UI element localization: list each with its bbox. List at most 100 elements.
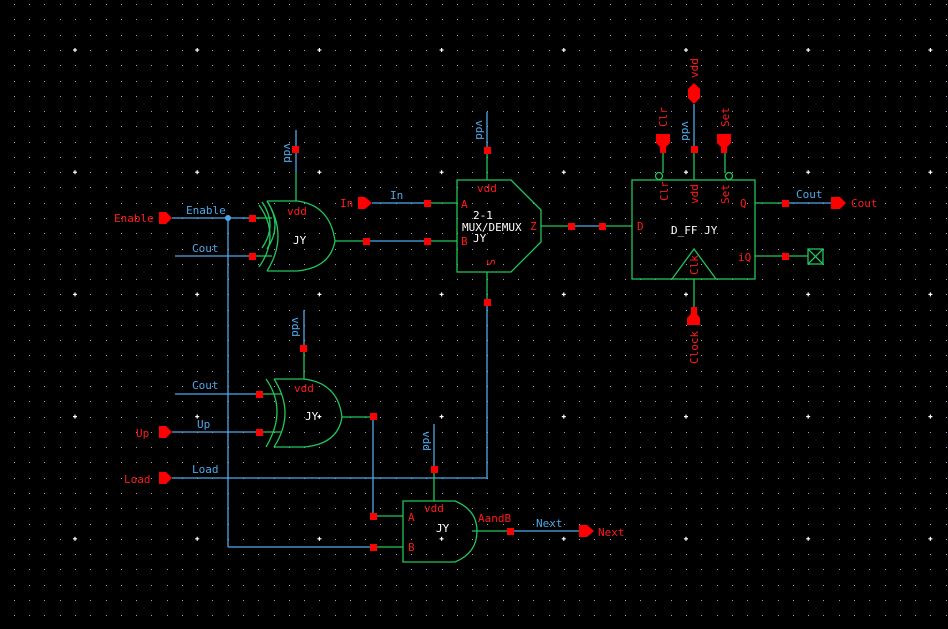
grid-dot <box>503 142 504 143</box>
grid-dot <box>930 96 931 97</box>
grid-dot <box>350 172 351 173</box>
grid-dot <box>167 539 168 540</box>
pin-enable[interactable]: Enable <box>114 212 172 225</box>
grid-dot <box>823 585 824 586</box>
grid-dot <box>258 539 259 540</box>
grid-dot <box>549 585 550 586</box>
grid-dot <box>686 111 687 112</box>
grid-dot <box>594 554 595 555</box>
grid-dot <box>808 615 809 616</box>
grid-dot <box>411 600 412 601</box>
grid-dot <box>900 218 901 219</box>
grid-dot <box>732 432 733 433</box>
grid-dot <box>778 508 779 509</box>
grid-dot <box>747 569 748 570</box>
grid-dot <box>946 142 947 143</box>
grid-dot <box>778 386 779 387</box>
grid-dot <box>151 65 152 66</box>
grid-dot <box>319 157 320 158</box>
grid-dot <box>335 524 336 525</box>
and-gate[interactable]: vdd A B AandB JY <box>373 470 511 563</box>
pin-vdd[interactable]: vdd <box>688 58 701 104</box>
mux-demux[interactable]: vdd A B Z S 2-1 MUX/DEMUX JY <box>427 150 571 302</box>
grid-dot <box>686 462 687 463</box>
dff-instance-name: D_FF JY <box>671 224 718 237</box>
grid-dot <box>900 615 901 616</box>
grid-dot <box>411 4 412 5</box>
grid-dot <box>717 462 718 463</box>
pin-clock[interactable]: Clock <box>687 307 701 364</box>
grid-dot <box>350 19 351 20</box>
grid-dot <box>457 447 458 448</box>
grid-dot <box>411 81 412 82</box>
grid-dot <box>701 462 702 463</box>
grid-dot <box>90 569 91 570</box>
grid-dot <box>686 233 687 234</box>
pin-in[interactable]: In <box>340 197 372 210</box>
grid-dot <box>335 187 336 188</box>
grid-dot <box>594 508 595 509</box>
net-label-cout-mid: Cout <box>192 379 219 392</box>
grid-dot <box>182 462 183 463</box>
grid-dot <box>946 462 947 463</box>
grid-dot <box>549 50 550 51</box>
grid-dot <box>243 569 244 570</box>
grid-dot <box>762 96 763 97</box>
grid-dot <box>518 325 519 326</box>
xor2-vdd-pin-label: vdd <box>294 382 314 395</box>
grid-dot <box>29 4 30 5</box>
grid-dot <box>579 508 580 509</box>
pin-next[interactable]: Next <box>579 525 625 539</box>
grid-dot <box>701 386 702 387</box>
grid-dot <box>472 157 473 158</box>
grid-dot <box>29 111 30 112</box>
d-flip-flop[interactable]: D Q iQ Clr vdd Set Clk D_FF JY <box>602 149 824 309</box>
grid-dot <box>717 524 718 525</box>
grid-dot <box>915 417 916 418</box>
grid-dot <box>640 401 641 402</box>
grid-dot <box>518 294 519 295</box>
pin-load[interactable]: Load <box>124 472 172 486</box>
grid-dot <box>946 19 947 20</box>
grid-dot <box>549 325 550 326</box>
xor-gate-1[interactable]: vdd JY <box>252 172 366 272</box>
grid-dot <box>747 81 748 82</box>
pin-clr[interactable]: Clr <box>656 107 670 153</box>
grid-dot <box>136 81 137 82</box>
pin-up[interactable]: Up <box>136 426 172 440</box>
grid-dot <box>854 35 855 36</box>
grid-dot <box>182 35 183 36</box>
grid-dot <box>396 157 397 158</box>
grid-dot <box>274 585 275 586</box>
grid-dot <box>839 554 840 555</box>
grid-dot <box>90 233 91 234</box>
grid-dot <box>655 218 656 219</box>
grid-dot <box>44 493 45 494</box>
grid-dot <box>258 600 259 601</box>
grid-dot <box>640 417 641 418</box>
grid-dot <box>655 19 656 20</box>
grid-dot <box>75 157 76 158</box>
pin-cout[interactable]: Cout <box>831 197 878 210</box>
grid-dot <box>90 600 91 601</box>
grid-dot <box>640 203 641 204</box>
xor-gate-2[interactable]: vdd JY <box>259 348 373 448</box>
grid-dot <box>380 172 381 173</box>
grid-dot <box>640 371 641 372</box>
grid-dot <box>655 417 656 418</box>
grid-dot <box>472 310 473 311</box>
grid-dot <box>167 126 168 127</box>
grid-dot <box>640 569 641 570</box>
grid-dot <box>885 615 886 616</box>
grid-dot <box>503 4 504 5</box>
grid-dot <box>747 142 748 143</box>
grid-dot <box>930 493 931 494</box>
grid-dot <box>564 508 565 509</box>
grid-dot <box>274 126 275 127</box>
pin-set[interactable]: Set <box>717 107 732 153</box>
grid-dot <box>121 264 122 265</box>
grid-dot <box>426 432 427 433</box>
grid-dot <box>594 111 595 112</box>
grid-dot <box>655 386 656 387</box>
